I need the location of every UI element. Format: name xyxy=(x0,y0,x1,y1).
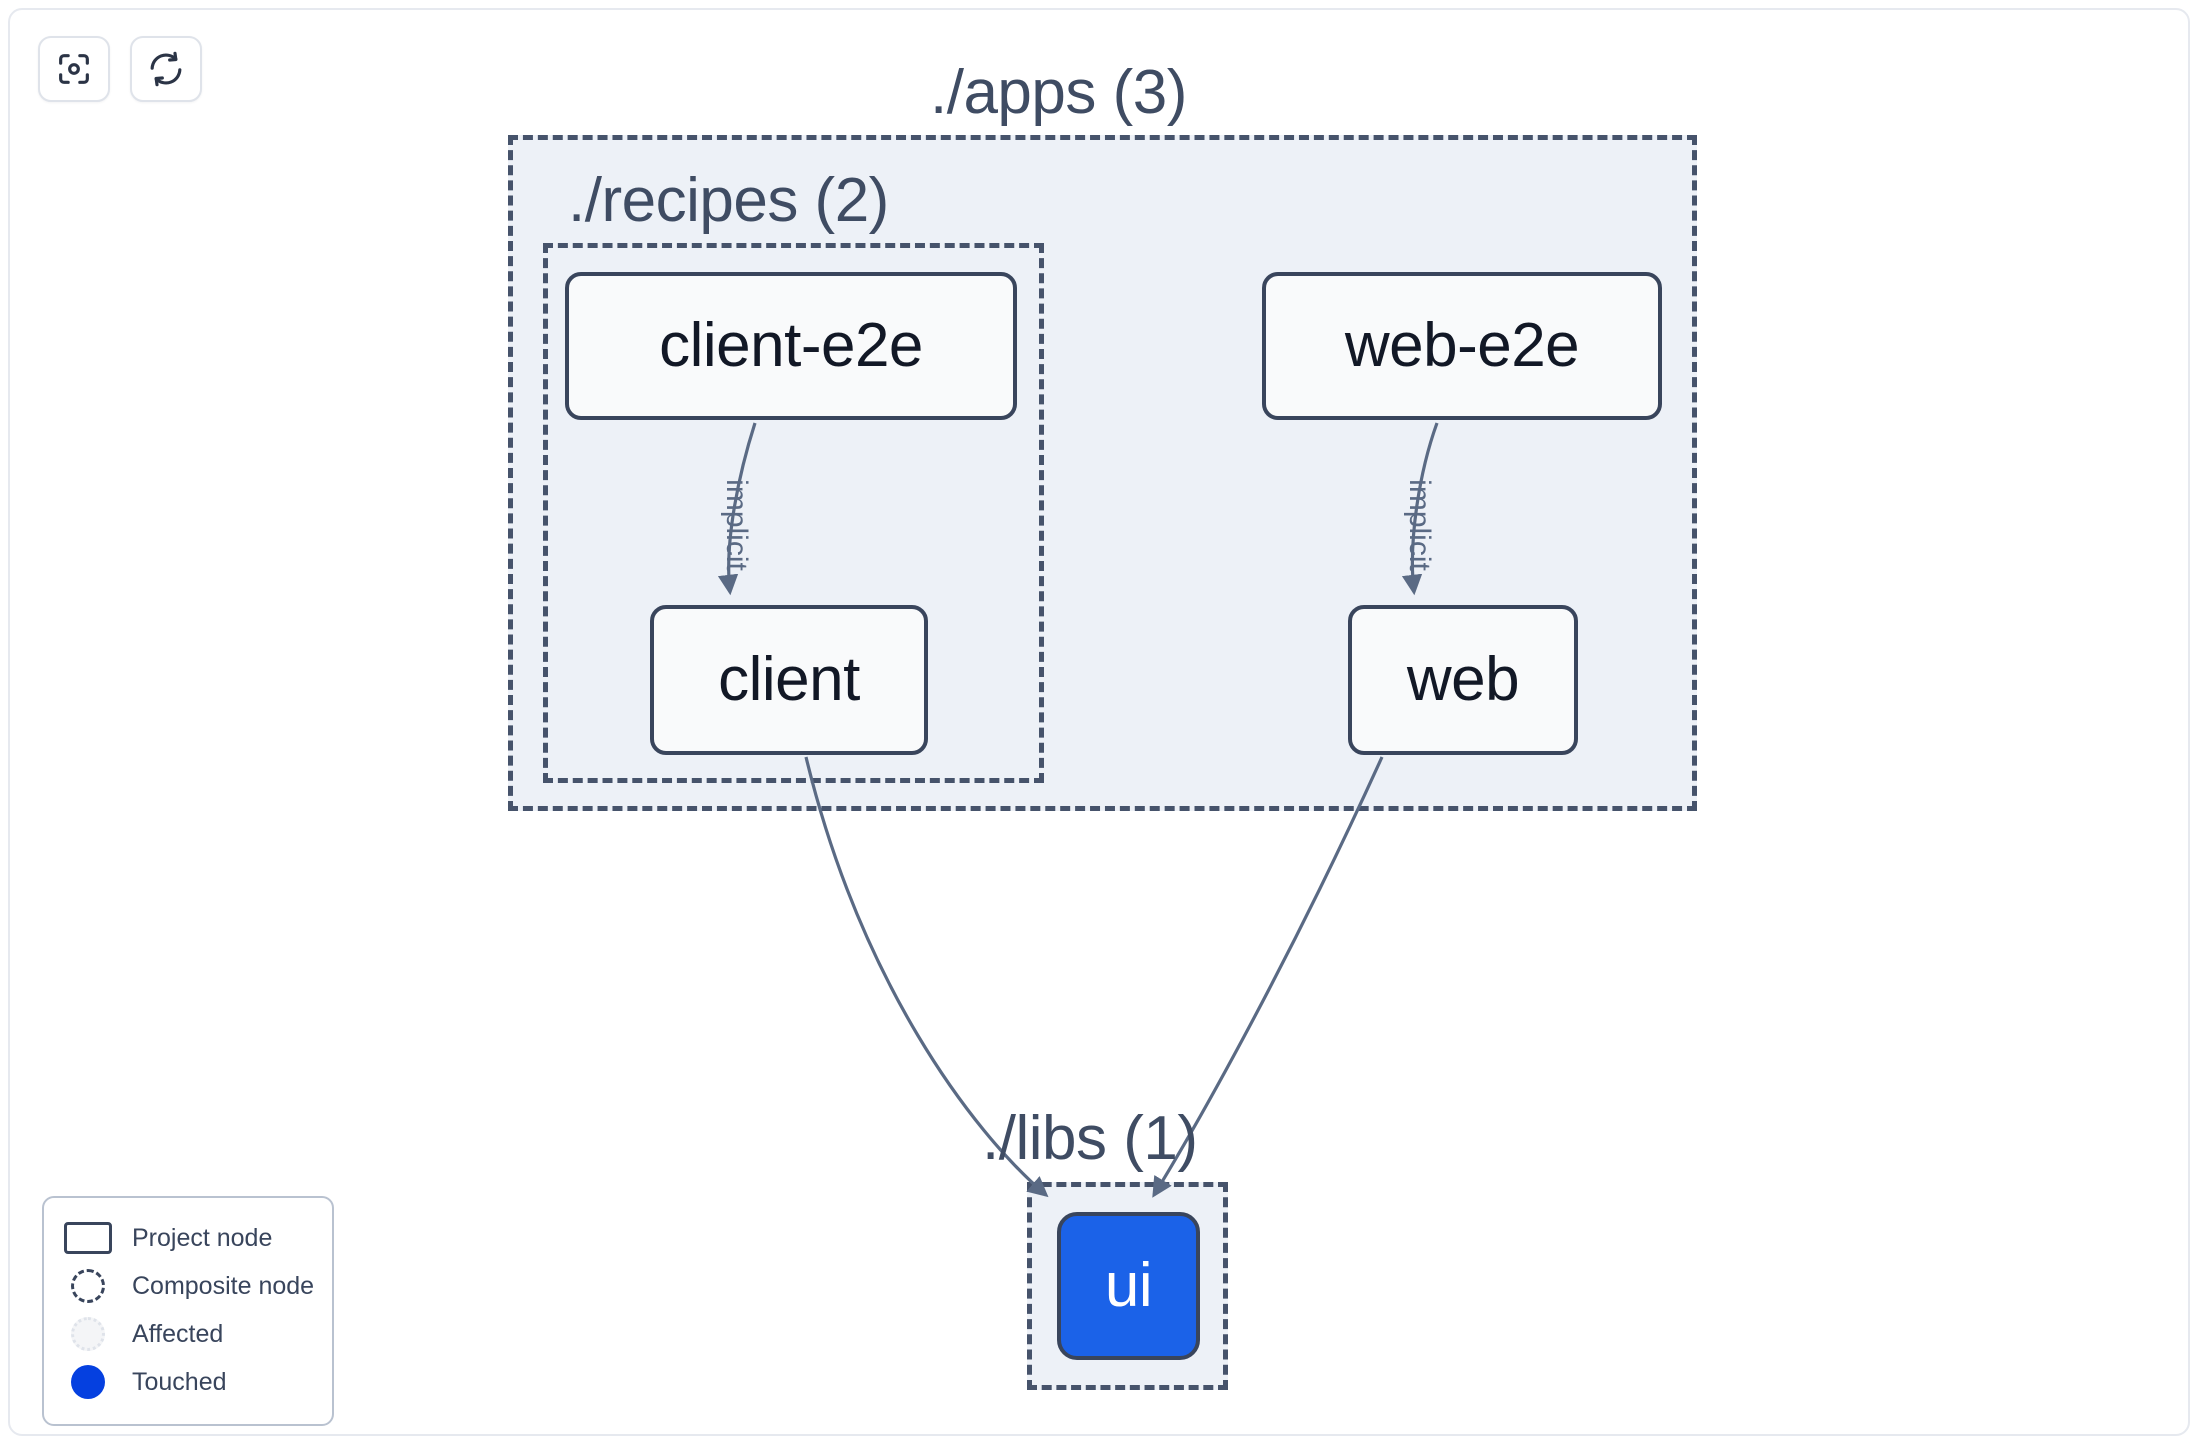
node-client-e2e[interactable]: client-e2e xyxy=(565,272,1017,420)
affected-swatch xyxy=(62,1317,114,1351)
legend-item-touched: Touched xyxy=(62,1358,314,1406)
legend-item-composite-node: Composite node xyxy=(62,1262,314,1310)
legend-label: Affected xyxy=(132,1319,224,1348)
focus-graph-button[interactable] xyxy=(38,36,110,102)
legend-label: Composite node xyxy=(132,1271,315,1300)
legend-item-project-node: Project node xyxy=(62,1214,314,1262)
legend-item-affected: Affected xyxy=(62,1310,314,1358)
project-node-swatch xyxy=(62,1221,114,1255)
refresh-icon xyxy=(146,49,186,89)
composite-node-swatch xyxy=(62,1269,114,1303)
node-ui[interactable]: ui xyxy=(1057,1212,1200,1360)
node-web-e2e[interactable]: web-e2e xyxy=(1262,272,1662,420)
focus-target-icon xyxy=(54,49,94,89)
group-recipes-label: ./recipes (2) xyxy=(568,166,889,235)
node-client[interactable]: client xyxy=(650,605,928,755)
touched-swatch xyxy=(62,1365,114,1399)
legend-label: Touched xyxy=(132,1367,227,1396)
node-web[interactable]: web xyxy=(1348,605,1578,755)
group-apps-label: ./apps (3) xyxy=(930,58,1187,127)
group-libs-label: ./libs (1) xyxy=(982,1104,1198,1173)
graph-toolbar xyxy=(38,36,202,102)
refresh-graph-button[interactable] xyxy=(130,36,202,102)
legend-label: Project node xyxy=(132,1223,273,1252)
graph-legend: Project node Composite node Affected Tou… xyxy=(42,1196,334,1426)
